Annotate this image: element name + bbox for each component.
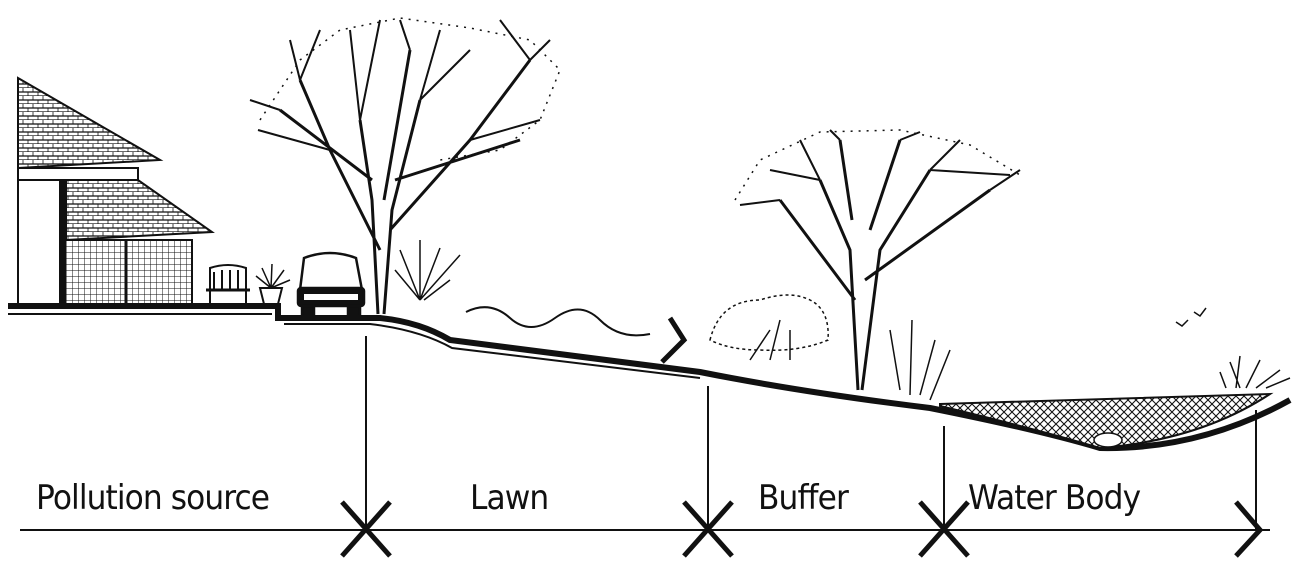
large-tree (250, 18, 560, 314)
potted-plant (256, 264, 290, 304)
zone-label-lawn: Lawn (470, 478, 548, 518)
buffer-shrubs (710, 295, 950, 400)
buffer-tree (735, 130, 1020, 390)
shrub-left (395, 240, 460, 300)
bench (206, 265, 250, 304)
rock (1094, 433, 1122, 447)
car (298, 253, 364, 318)
zone-label-water-body: Water Body (968, 478, 1140, 518)
zone-label-buffer: Buffer (758, 478, 848, 518)
house (18, 78, 212, 305)
zone-label-pollution-source: Pollution source (36, 478, 269, 518)
birds (1176, 308, 1206, 326)
shore-shrub (1220, 356, 1290, 388)
